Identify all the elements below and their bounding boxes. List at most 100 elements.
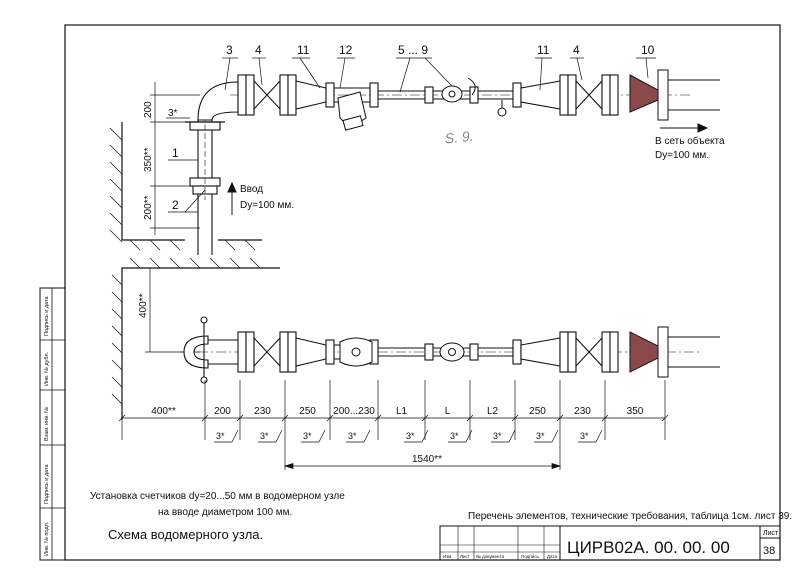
flange — [245, 331, 255, 373]
dimension-tick — [661, 414, 669, 422]
gap-leader — [318, 429, 326, 443]
elbow-3 — [197, 81, 239, 121]
flange — [567, 74, 577, 116]
stamp-col: № документа — [476, 554, 505, 559]
water-meter-bottom — [339, 337, 465, 367]
title-block — [439, 525, 781, 561]
reducer — [295, 80, 327, 110]
top-walls — [109, 122, 262, 251]
callout-12: 12 — [339, 43, 353, 57]
dim-200: 200 — [143, 101, 154, 118]
flange — [237, 331, 247, 373]
dimension-label: 230 — [254, 406, 271, 417]
dimension-tick — [118, 414, 126, 422]
flange — [424, 343, 434, 361]
callout-4: 4 — [573, 43, 580, 57]
elements-list-note: Перечень элементов, технические требован… — [468, 510, 792, 522]
gap-label: 3* — [260, 431, 269, 441]
handwritten-note: S. 9. — [444, 128, 474, 147]
dimension-tick — [601, 414, 609, 422]
gap-leader — [421, 429, 429, 443]
gap-leader — [231, 429, 239, 443]
callout-10: 10 — [641, 43, 655, 57]
flange — [601, 331, 611, 373]
flange — [512, 339, 522, 365]
dim-400-vertical: 400** — [138, 293, 149, 318]
side-stamp-cell: Подпись и дата — [44, 296, 50, 336]
callout-2: 2 — [172, 198, 179, 212]
dimension-tick — [281, 414, 289, 422]
gap-label: 3* — [348, 431, 357, 441]
outlet-diameter: Dy=100 мм. — [655, 150, 709, 161]
side-stamp-cell: Инв. № дубл. — [44, 351, 50, 386]
inlet-label: Ввод — [240, 184, 263, 195]
gap-leader — [363, 429, 371, 443]
flange — [287, 74, 297, 116]
callout-4: 4 — [255, 43, 262, 57]
flange — [567, 331, 577, 373]
dimension-tick — [201, 414, 209, 422]
reducer — [520, 337, 561, 367]
gate-valve — [575, 79, 603, 111]
flange — [287, 331, 297, 373]
callout-5-9: 5 ... 9 — [398, 43, 428, 57]
install-note-line-1: Установка счетчиков dy=20...50 мм в водо… — [90, 491, 345, 502]
reducer — [295, 337, 327, 367]
dim-200-lower: 200** — [143, 195, 154, 220]
dim-total: 1540** — [412, 454, 442, 465]
dimension-label: L — [445, 406, 451, 417]
flange — [237, 74, 247, 116]
callout-11: 11 — [537, 43, 550, 57]
flange — [559, 74, 569, 116]
flange — [469, 343, 479, 361]
flange — [325, 82, 335, 108]
side-stamp-cell: Взам. инв. № — [44, 407, 50, 441]
gap-label: 3* — [406, 431, 415, 441]
flange — [609, 74, 619, 116]
gate-valve — [253, 336, 281, 368]
dimension-tick — [421, 414, 429, 422]
callout-3: 3 — [226, 43, 233, 57]
dimension-label: 400** — [151, 406, 176, 417]
dimension-label: 250 — [299, 406, 316, 417]
flange — [512, 82, 522, 108]
gap-leader — [275, 429, 283, 443]
flange — [279, 331, 289, 373]
sheet-label: Лист — [763, 530, 779, 537]
outlet-10 — [629, 69, 720, 121]
flange — [325, 339, 335, 365]
gap-leader — [465, 429, 473, 443]
dimension-label: 230 — [574, 406, 591, 417]
side-stamp-cell: Инв. № подл. — [44, 521, 50, 556]
dimension-tick — [556, 414, 564, 422]
stamp-col: Лист — [460, 554, 470, 559]
top-vertical-dims — [150, 82, 200, 235]
dimension-label: 200...230 — [333, 406, 375, 417]
dim-3star: 3* — [168, 108, 178, 119]
dimension-label: L1 — [396, 406, 408, 417]
bottom-fittings — [237, 331, 619, 373]
flange — [245, 74, 255, 116]
stamp-col: Дата — [547, 554, 557, 559]
bottom-outlet — [629, 326, 720, 378]
drawing-frame — [64, 24, 781, 561]
dimension-label: L2 — [487, 406, 499, 417]
gap-label: 3* — [450, 431, 459, 441]
flange — [279, 74, 289, 116]
dimension-tick — [236, 414, 244, 422]
dimension-tick — [511, 414, 519, 422]
inlet-arrow — [227, 181, 237, 215]
sheet-number: 38 — [763, 545, 775, 557]
dimension-tick — [374, 414, 382, 422]
total-dim — [283, 440, 562, 470]
outlet-label: В сеть объекта — [655, 135, 725, 147]
gap-leader — [595, 429, 603, 443]
top-callout-leaders — [168, 57, 656, 213]
drawing-title: Схема водомерного узла. — [108, 527, 263, 542]
riser-pipe — [189, 115, 221, 255]
bottom-wall — [111, 257, 280, 420]
flange — [601, 74, 611, 116]
callout-11: 11 — [297, 43, 310, 57]
dimension-label: 250 — [529, 406, 546, 417]
